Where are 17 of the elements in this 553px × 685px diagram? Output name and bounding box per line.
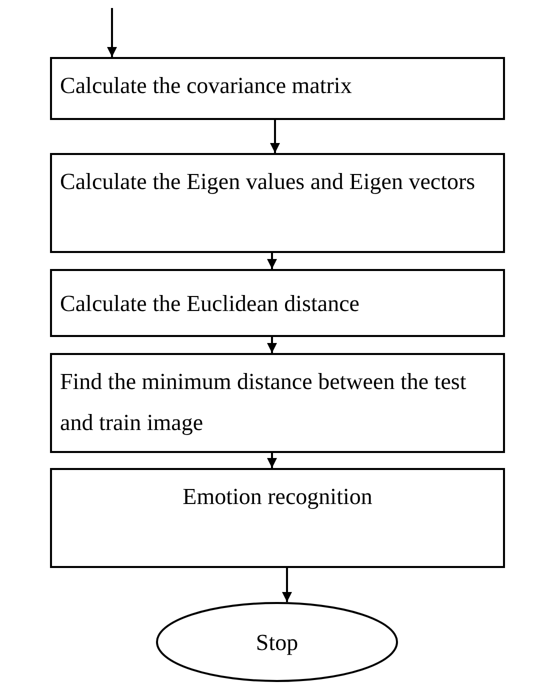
- terminal-text: Stop: [256, 628, 298, 657]
- step-text: Find the minimum distance between the test and train image: [60, 368, 468, 437]
- arrow: [267, 253, 277, 269]
- step-text: Emotion recognition: [182, 483, 374, 511]
- arrow: [107, 8, 117, 57]
- process-box: [50, 269, 505, 337]
- arrow: [282, 568, 292, 602]
- arrow: [267, 453, 277, 468]
- process-box: [50, 468, 505, 568]
- arrow: [267, 337, 277, 353]
- process-box: [50, 353, 505, 453]
- process-box: [50, 153, 505, 253]
- step-text: Calculate the covariance matrix: [60, 72, 353, 100]
- arrow: [270, 120, 280, 153]
- step-text: Calculate the Eigen values and Eigen vectors: [60, 168, 476, 196]
- step-text: Calculate the Euclidean distance: [60, 290, 361, 318]
- process-box: [50, 57, 505, 120]
